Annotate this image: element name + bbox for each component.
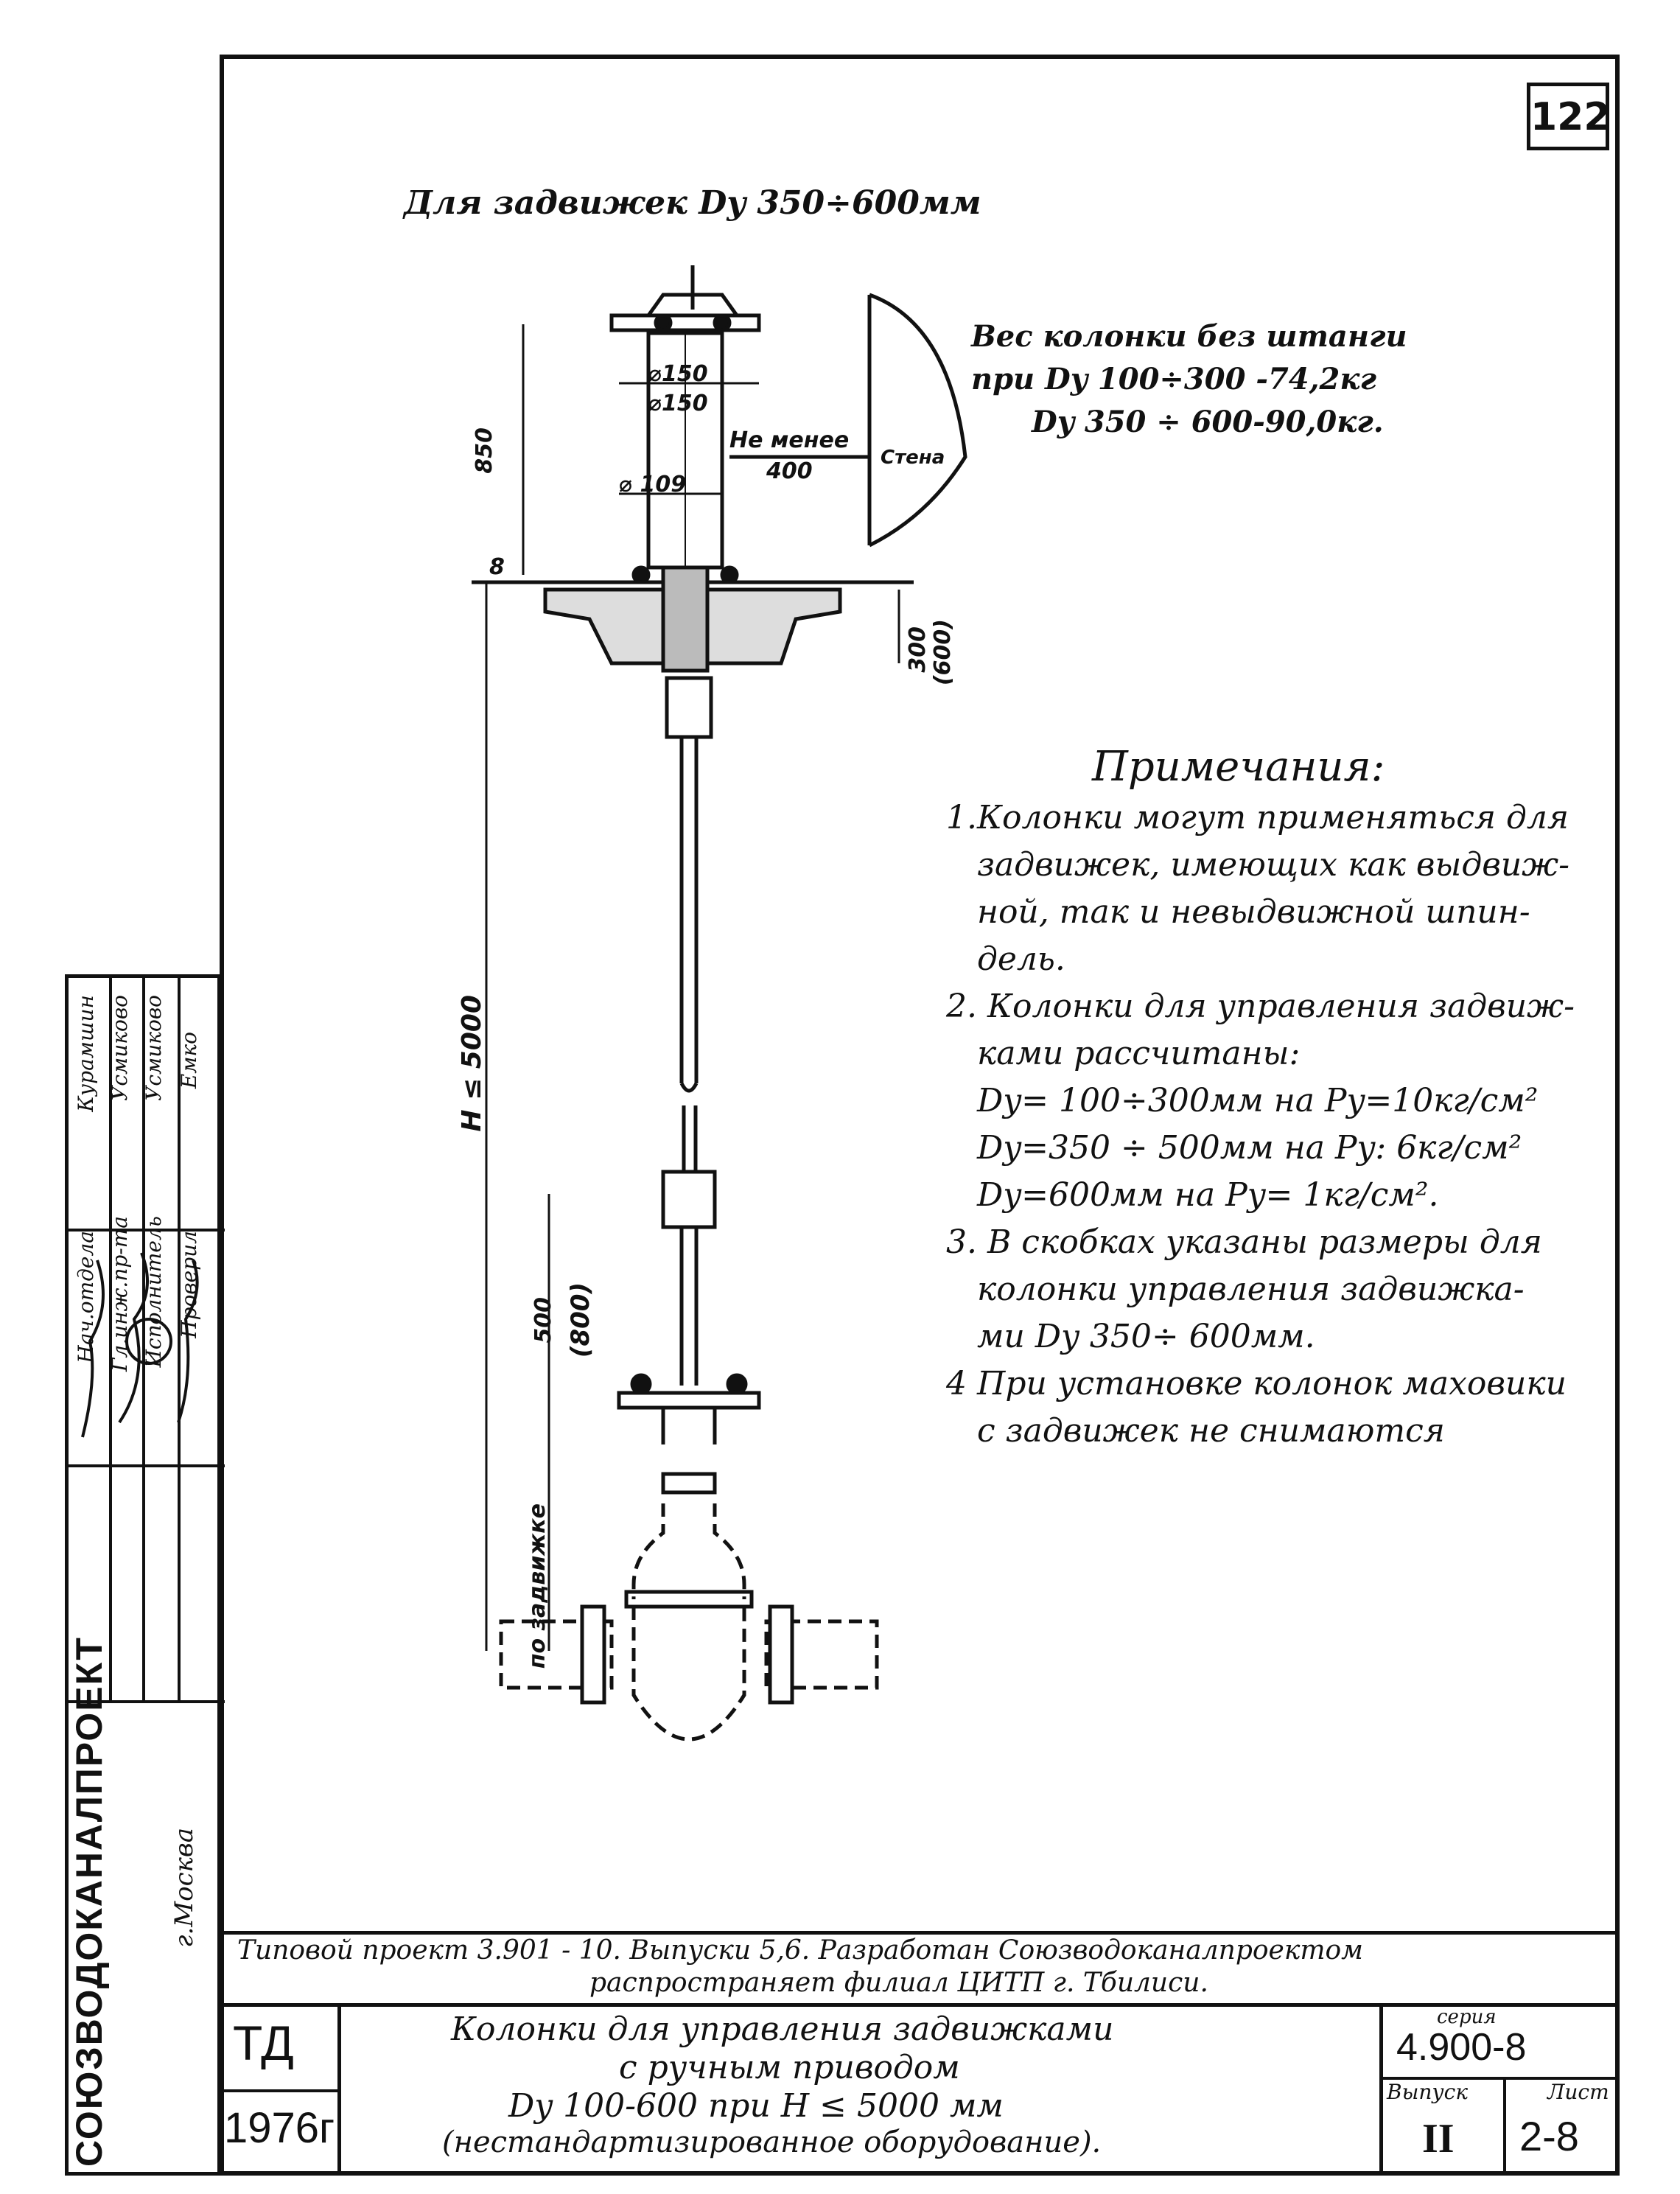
project-line2: распространяет филиал ЦИТП г. Тбилиси. (589, 1968, 1208, 1998)
column-drawing (472, 265, 967, 1741)
dim-depth: 300 (905, 626, 931, 673)
note-line: ками рассчитаны: (946, 1035, 1301, 1072)
stamp-name: Емко (177, 1032, 201, 1089)
stamp-name: Усмиково (141, 995, 166, 1101)
sheet-code: 2-8 (1519, 2113, 1579, 2159)
weight-note-line1: Вес колонки без штанги (971, 319, 1407, 354)
dimension-lines (485, 324, 900, 1651)
dim-d150-bottom: ⌀150 (648, 391, 708, 416)
note-line: колонки управления задвижка- (946, 1271, 1525, 1308)
dim-depth-alt: (600) (930, 619, 956, 686)
signature-stamp (65, 974, 225, 2176)
dim-d109: ⌀ 109 (619, 472, 687, 497)
coupling-lower (661, 1170, 717, 1229)
note-line: задвижек, имеющих как выдвиж- (946, 846, 1570, 884)
sheet-number: 122 (1527, 83, 1611, 150)
notes-title: Примечания: (1092, 743, 1385, 791)
note-line: ми Dy 350÷ 600мм. (946, 1318, 1315, 1355)
note-line: 4 При установке колонок маховики (946, 1365, 1567, 1402)
weight-note-line2: при Dy 100÷300 -74,2кг (971, 362, 1376, 396)
stamp-name: Курамшин (74, 995, 98, 1112)
wall (729, 293, 967, 548)
td-label: ТД (233, 2016, 294, 2070)
lower-flange (617, 1373, 761, 1495)
title-name-line1: Колонки для управления задвижками (451, 2010, 1114, 2048)
series-label: серия (1437, 2006, 1497, 2028)
dim-height-850: 850 (472, 427, 497, 474)
dim-to-valve: по задвижке (525, 1503, 550, 1669)
note-line: дель. (946, 940, 1065, 978)
gate-valve (499, 1503, 879, 1741)
issue-number: II (1422, 2116, 1455, 2162)
coupling-upper (665, 676, 713, 739)
note-line: 3. В скобках указаны размеры для (946, 1223, 1542, 1261)
note-line: 2. Колонки для управления задвиж- (946, 988, 1575, 1025)
floor-slab (472, 565, 914, 673)
note-line: ной, так и невыдвижной шпин- (946, 893, 1530, 931)
drawing-title: Для задвижек Dy 350÷600мм (404, 184, 981, 222)
dim-no-less: Не менее (729, 427, 850, 453)
dim-800: (800) (566, 1282, 595, 1358)
organization-city: г.Москва (169, 1828, 199, 1948)
shaft (679, 737, 699, 1172)
dim-500: 500 (531, 1297, 556, 1344)
note-line: Dy= 100÷300мм на Py=10кг/см² (946, 1082, 1539, 1119)
dim-d150-top: ⌀150 (648, 361, 708, 387)
note-line: Dy=350 ÷ 500мм на Py: 6кг/см² (946, 1129, 1522, 1167)
dim-h-total: H ≤ 5000 (457, 995, 487, 1132)
notes-list: 1.Колонки могут применяться для задвижек… (946, 794, 1575, 1455)
drawing-frame (220, 55, 1620, 2176)
note-line: Dy=600мм на Py= 1кг/см². (946, 1176, 1439, 1214)
series-number: 4.900-8 (1396, 2026, 1527, 2069)
year-label: 1976г (224, 2104, 335, 2152)
stamp-name: Усмиково (108, 995, 132, 1101)
signatures (81, 1252, 199, 1438)
title-name-line2: с ручным приводом (619, 2049, 960, 2086)
project-line1: Типовой проект 3.901 - 10. Выпуски 5,6. … (237, 1935, 1363, 1966)
title-name-line4: (нестандартизированное оборудование). (442, 2125, 1102, 2159)
note-line: 1.Колонки могут применяться для (946, 799, 1569, 836)
handwheel-top (609, 265, 761, 332)
wall-label: Стена (881, 447, 945, 469)
dim-400: 400 (766, 458, 813, 484)
note-line: с задвижек не снимаются (946, 1412, 1445, 1450)
weight-note-line3: Dy 350 ÷ 600-90,0кг. (1032, 405, 1384, 439)
organization-name: СОЮЗВОДОКАНАЛПРОЕКТ (69, 1636, 110, 2167)
issue-label: Выпуск (1387, 2080, 1469, 2104)
sheet-label: Лист (1547, 2080, 1609, 2104)
title-name-line3: Dy 100-600 при H ≤ 5000 мм (508, 2087, 1004, 2125)
dim-8: 8 (489, 554, 505, 580)
